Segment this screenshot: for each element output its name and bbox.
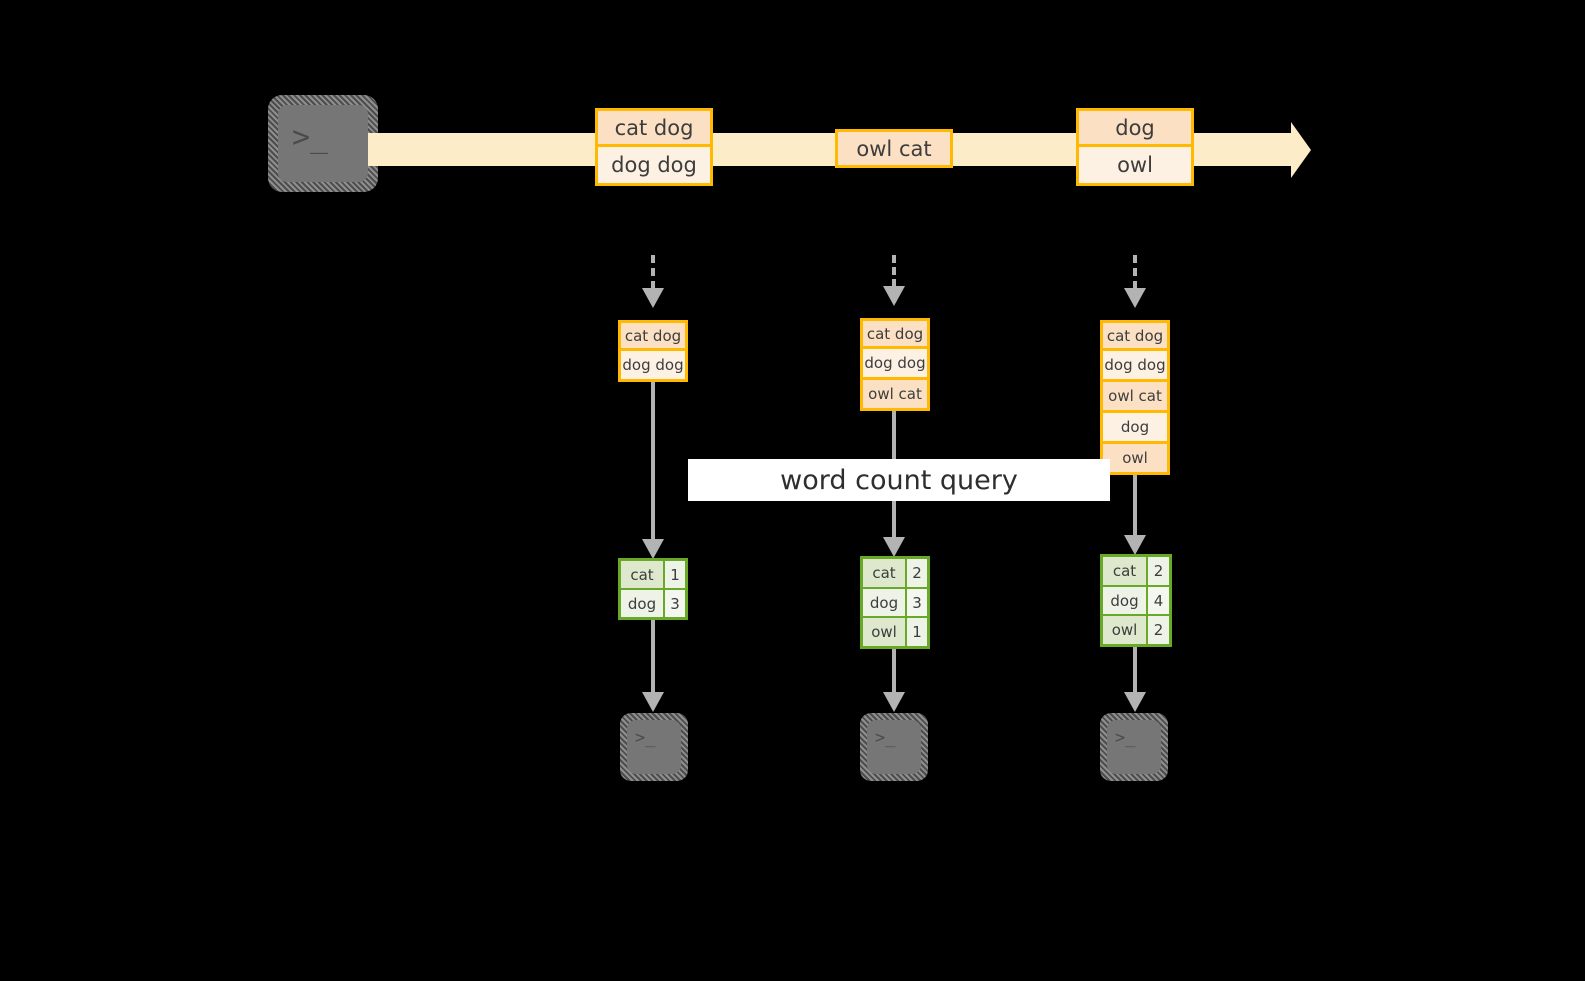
stream-to-input-arrowhead — [1124, 288, 1146, 308]
result-table: cat 1 dog 3 — [618, 558, 688, 620]
result-to-sink-connector — [892, 649, 896, 693]
result-count-cell: 1 — [665, 561, 685, 588]
terminal-source-screen — [278, 105, 368, 182]
stream-to-input-connector — [651, 255, 655, 289]
terminal-prompt-glyph: >_ — [292, 120, 329, 155]
result-to-sink-connector — [1133, 647, 1137, 693]
stream-to-input-connector — [892, 255, 896, 287]
table-row: owl 1 — [863, 618, 927, 647]
terminal-sink-screen — [867, 720, 921, 774]
table-row: dog 3 — [621, 590, 685, 617]
result-word-cell: cat — [621, 561, 665, 588]
result-to-sink-arrowhead — [642, 692, 664, 712]
input-table-row: owl cat — [1100, 382, 1170, 413]
result-count-cell: 3 — [907, 588, 927, 617]
terminal-sink-screen — [627, 720, 681, 774]
input-table-row: cat dog — [1100, 320, 1170, 351]
result-table: cat 2 dog 3 owl 1 — [860, 556, 930, 649]
terminal-sink-icon: >_ — [860, 713, 928, 781]
result-word-cell: dog — [1103, 586, 1148, 615]
result-word-cell: owl — [863, 618, 907, 647]
input-table-row: owl cat — [860, 380, 930, 411]
input-table-row: dog — [1100, 413, 1170, 444]
table-row: dog 3 — [863, 588, 927, 619]
input-to-result-arrowhead — [642, 539, 664, 559]
table-row: dog 4 — [1103, 586, 1169, 617]
result-word-cell: dog — [863, 588, 907, 617]
result-word-cell: dog — [621, 590, 665, 617]
stream-event-box: dog — [1076, 108, 1194, 147]
result-word-cell: cat — [1103, 557, 1148, 585]
result-count-cell: 2 — [1148, 616, 1169, 645]
terminal-sink-screen — [1107, 720, 1161, 774]
table-row: cat 2 — [863, 559, 927, 589]
input-table-row: cat dog — [618, 320, 688, 351]
result-to-sink-arrowhead — [1124, 692, 1146, 712]
stream-event-box: owl — [1076, 147, 1194, 186]
stream-arrow-head — [1291, 122, 1311, 178]
stream-event-box: dog dog — [595, 147, 713, 186]
result-to-sink-connector — [651, 620, 655, 693]
table-row: owl 2 — [1103, 616, 1169, 645]
result-word-cell: owl — [1103, 616, 1148, 645]
terminal-source-icon: >_ — [268, 95, 378, 192]
input-table-row: dog dog — [618, 351, 688, 382]
input-to-result-arrowhead — [883, 537, 905, 557]
query-label: word count query — [688, 459, 1110, 501]
terminal-sink-icon: >_ — [620, 713, 688, 781]
input-to-result-connector — [1133, 475, 1137, 536]
terminal-prompt-glyph: >_ — [635, 728, 656, 748]
input-table-row: cat dog — [860, 318, 930, 349]
stream-to-input-connector — [1133, 255, 1137, 289]
terminal-prompt-glyph: >_ — [1115, 728, 1136, 748]
terminal-prompt-glyph: >_ — [875, 728, 896, 748]
result-count-cell: 1 — [907, 618, 927, 647]
result-count-cell: 2 — [907, 559, 927, 587]
table-row: cat 1 — [621, 561, 685, 590]
result-word-cell: cat — [863, 559, 907, 587]
stream-event-box: cat dog — [595, 108, 713, 147]
table-row: cat 2 — [1103, 557, 1169, 587]
result-count-cell: 4 — [1148, 586, 1169, 615]
stream-to-input-arrowhead — [883, 286, 905, 306]
stream-event-box: owl cat — [835, 129, 953, 168]
stream-to-input-arrowhead — [642, 288, 664, 308]
result-to-sink-arrowhead — [883, 692, 905, 712]
input-table-row: dog dog — [860, 349, 930, 380]
result-count-cell: 2 — [1148, 557, 1169, 585]
result-table: cat 2 dog 4 owl 2 — [1100, 554, 1172, 647]
input-to-result-arrowhead — [1124, 535, 1146, 555]
input-table-row: dog dog — [1100, 351, 1170, 382]
result-count-cell: 3 — [665, 590, 685, 617]
input-to-result-connector — [651, 382, 655, 540]
input-table-row: owl — [1100, 444, 1170, 475]
terminal-sink-icon: >_ — [1100, 713, 1168, 781]
